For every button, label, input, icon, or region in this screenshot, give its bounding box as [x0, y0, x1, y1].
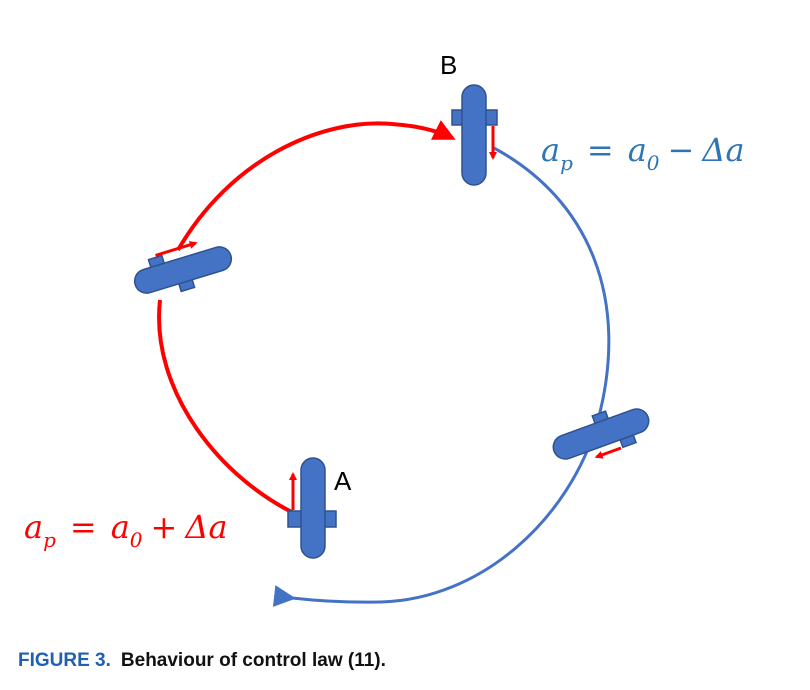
accelerating-path-upper: [176, 120, 456, 252]
decelerating-path: [272, 146, 611, 607]
vehicle-right: [552, 408, 650, 460]
caption-text: Behaviour of control law (11).: [120, 650, 386, 671]
figure-label: FIGURE 3.: [18, 650, 111, 671]
label-point-a: A: [334, 466, 352, 496]
thrust-arrow-left: [155, 241, 198, 257]
figure-caption: FIGURE 3. Behaviour of control law (11).: [18, 650, 386, 672]
equation-accelerate: ap=a0+Δa: [24, 508, 228, 552]
control-law-diagram: B A ap=a0−Δa ap=a0+Δa: [24, 50, 745, 607]
accelerating-path-lower: [157, 299, 303, 519]
thrust-arrow-right: [594, 446, 622, 459]
label-point-b: B: [440, 50, 457, 80]
vehicle-left: [133, 241, 233, 294]
equation-decelerate: ap=a0−Δa: [541, 131, 745, 175]
vehicle-b: [451, 84, 498, 186]
vehicle-a: [287, 457, 337, 559]
